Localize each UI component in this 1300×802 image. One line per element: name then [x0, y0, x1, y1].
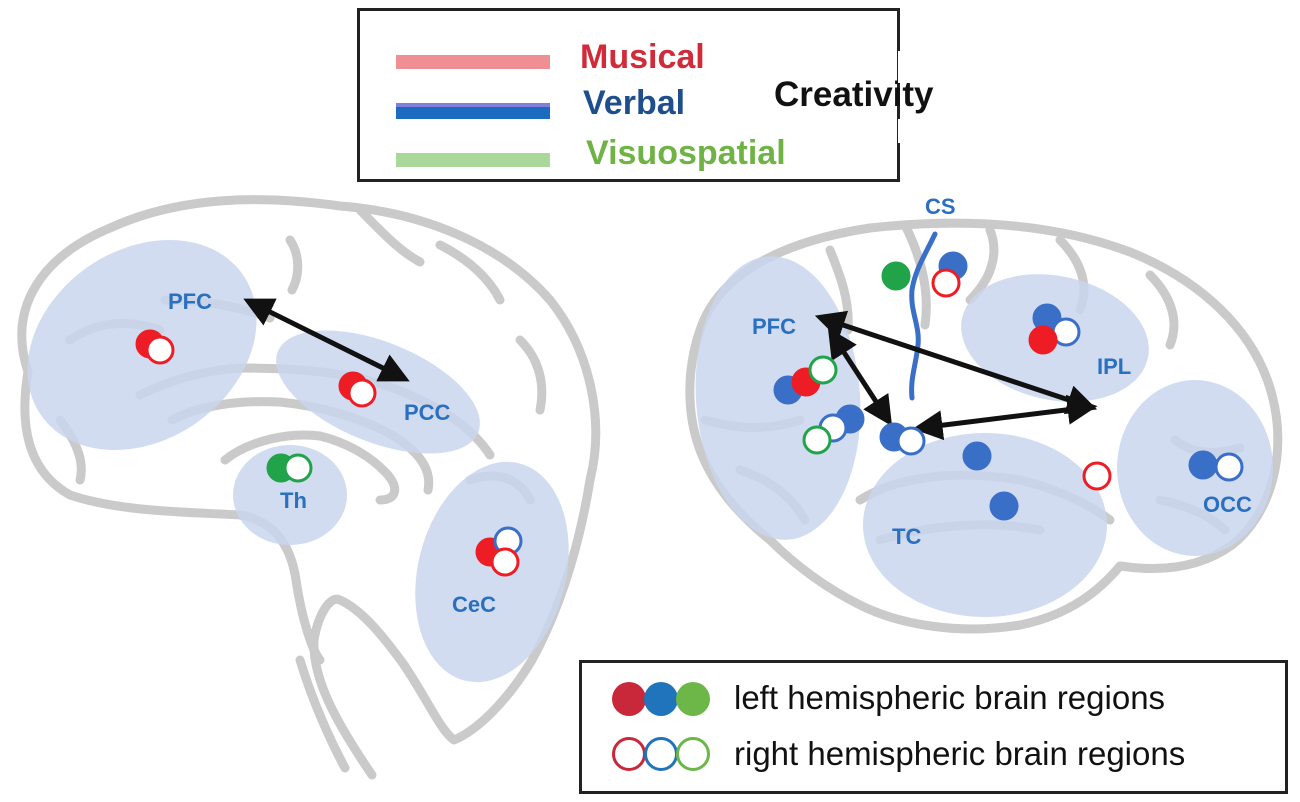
lateral-ipl-left-musical-dot: [1028, 325, 1058, 355]
lateral-occ-left-verbal-dot: [1188, 450, 1218, 480]
lateral-tc-right-musical-dot: [1082, 461, 1112, 491]
creativity-legend: Musical Verbal Visuospatial Creativity: [357, 8, 934, 182]
medial-th-region: [233, 445, 347, 545]
right-hemisphere-label: right hemispheric brain regions: [734, 735, 1186, 772]
lateral-connection-arrows: [814, 310, 1098, 441]
visuospatial-line-swatch: [396, 153, 550, 167]
right-green-outline-dot: [676, 737, 710, 771]
right-red-outline-dot: [612, 737, 646, 771]
medial-pcc-right-musical-dot: [347, 378, 377, 408]
lateral-cs-right-musical-dot: [931, 268, 961, 298]
hemisphere-legend: left hemispheric brain regions right hem…: [579, 660, 1288, 794]
medial-th-right-visuospatial-dot: [283, 453, 313, 483]
medial-pfc-right-musical-dot: [145, 335, 175, 365]
lateral-center-ipl-arrow: [912, 394, 1098, 441]
verbal-label: Verbal: [583, 84, 686, 122]
lateral-occ-right-verbal-dot: [1214, 452, 1244, 482]
musical-label: Musical: [580, 38, 705, 76]
lateral-tc-label: TC: [892, 524, 921, 549]
visuospatial-label: Visuospatial: [586, 134, 786, 172]
medial-th-label: Th: [280, 488, 307, 513]
medial-region-labels: PFC PCC Th CeC: [168, 289, 496, 617]
creativity-title: Creativity: [774, 75, 934, 114]
lateral-pfc-right-visuospatial-dot-b: [802, 425, 832, 455]
left-blue-filled-dot: [644, 682, 678, 716]
verbal-line-swatch: [396, 103, 550, 119]
legend-border-gap-bottom: [898, 119, 908, 143]
lateral-occ-label: OCC: [1203, 492, 1252, 517]
left-green-filled-dot: [676, 682, 710, 716]
left-hemisphere-label: left hemispheric brain regions: [734, 679, 1166, 716]
legend-border-gap-top: [898, 51, 908, 83]
medial-pfc-pcc-arrow: [243, 298, 410, 382]
lateral-pfc-center-arrow: [827, 327, 893, 427]
lateral-tc-left-verbal-dot-b: [989, 491, 1019, 521]
medial-cec-label: CeC: [452, 592, 496, 617]
lateral-tc-left-verbal-dot-a: [962, 441, 992, 471]
medial-pcc-label: PCC: [404, 400, 451, 425]
lateral-activation-dots: [773, 251, 1244, 521]
lateral-ipl-label: IPL: [1097, 354, 1131, 379]
medial-cec-right-musical-dot: [490, 547, 520, 577]
lateral-tc-region: [863, 433, 1107, 617]
lateral-region-labels: CS PFC IPL TC OCC: [752, 194, 1252, 549]
medial-activation-dots: [135, 329, 523, 577]
lateral-pfc-label: PFC: [752, 314, 796, 339]
medial-brain-view: PFC PCC Th CeC: [17, 195, 601, 780]
lateral-pfc-right-visuospatial-dot-a: [808, 355, 838, 385]
lateral-cs-left-visuospatial-dot: [881, 261, 911, 291]
left-red-filled-dot: [612, 682, 646, 716]
musical-line-swatch: [396, 55, 550, 69]
lateral-brain-view: CS PFC IPL TC OCC: [685, 194, 1283, 634]
lateral-cs-label: CS: [925, 194, 956, 219]
medial-pfc-label: PFC: [168, 289, 212, 314]
lateral-hub-right-verbal-dot: [896, 426, 926, 456]
right-blue-outline-dot: [644, 737, 678, 771]
medial-cec-region: [415, 461, 569, 683]
